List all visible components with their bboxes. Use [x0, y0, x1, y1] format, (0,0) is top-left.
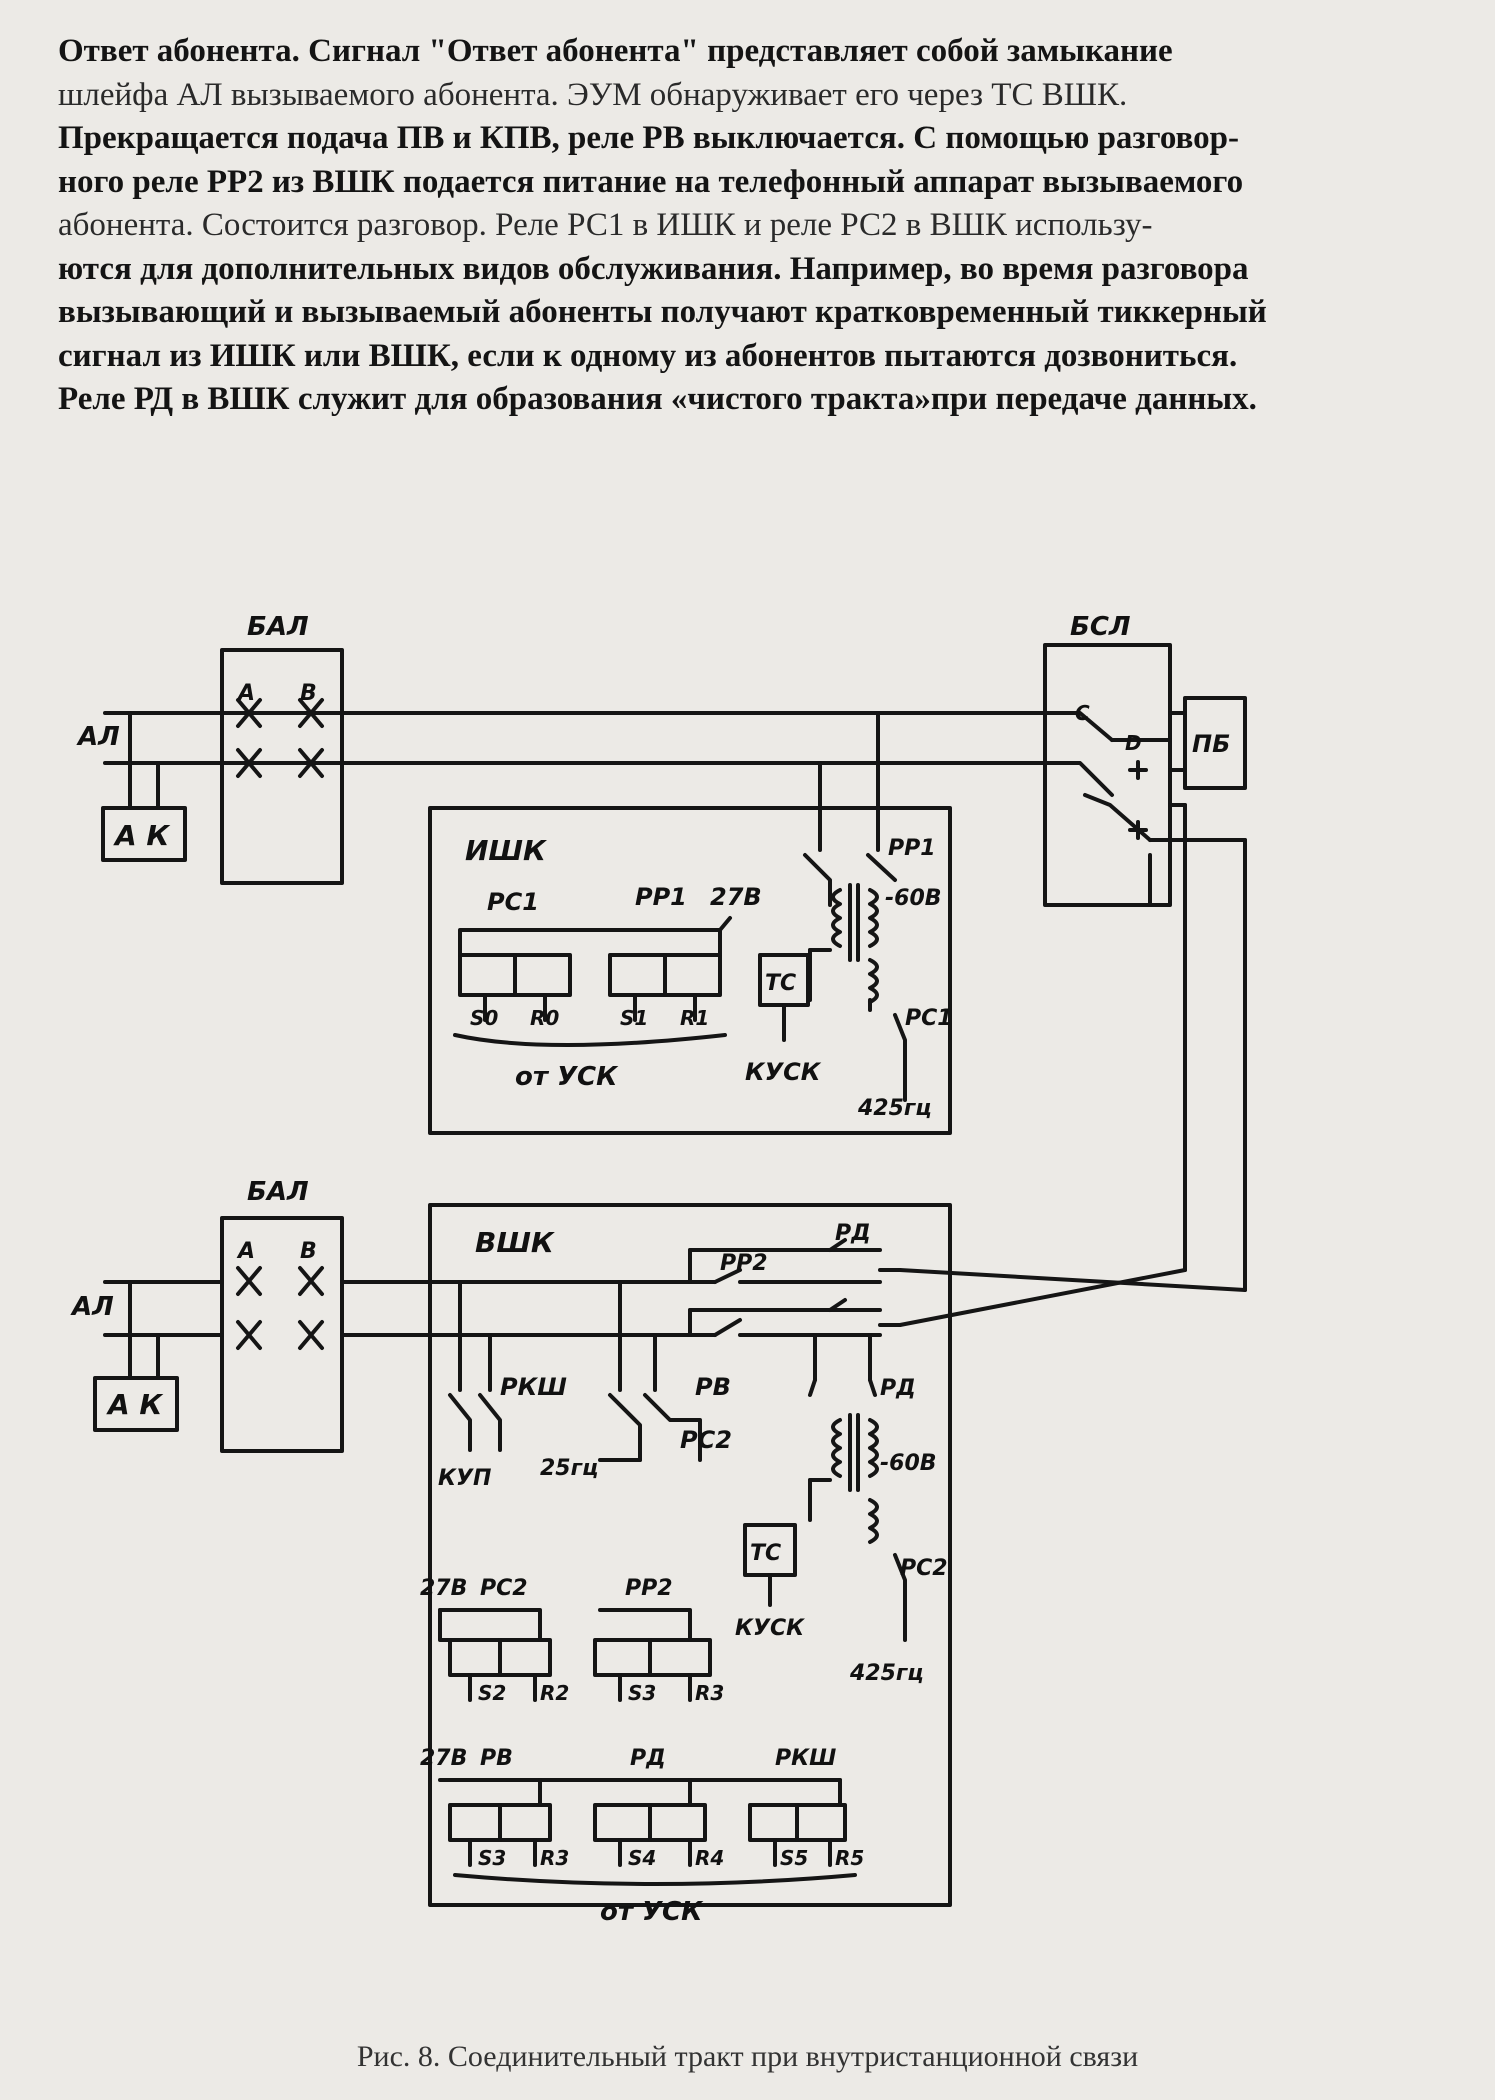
- ishk-rr1-label: РР1: [635, 883, 687, 911]
- relay-rr2-box: [593, 1638, 712, 1677]
- vshk-rc2b-label: РС2: [900, 1556, 948, 1581]
- ishk-rr1-contact-label: РР1: [888, 836, 936, 861]
- paragraph-line: Ответ абонента. Сигнал "Ответ абонента" …: [58, 33, 1173, 69]
- vshk-label: ВШК: [475, 1226, 556, 1259]
- contact-a-bottom-label: A: [236, 1239, 255, 1264]
- vshk-25-label: 25гц: [540, 1456, 598, 1481]
- contact-a-label: A: [236, 681, 255, 706]
- ishk-rc1-contact-label: РС1: [905, 1006, 953, 1031]
- body-paragraph: Ответ абонента. Сигнал "Ответ абонента" …: [58, 30, 1458, 422]
- ishk-kusk-label: КУСК: [745, 1058, 822, 1086]
- contact-d-label: D: [1125, 731, 1142, 755]
- figure-caption: Рис. 8. Соединительный тракт при внутрис…: [356, 2040, 1139, 2073]
- bal-top-block: [220, 648, 344, 885]
- ishk-label: ИШК: [465, 834, 548, 867]
- paragraph-line: абонента. Состоится разговор. Реле РС1 в…: [58, 207, 1153, 243]
- vshk-rv-label: РВ: [695, 1373, 731, 1401]
- paragraph-line: ются для дополнительных видов обслуживан…: [58, 250, 1249, 287]
- ishk-s1-label: S1: [620, 1006, 648, 1030]
- row1-s2-label: S2: [478, 1681, 506, 1705]
- row2-27v-label: 27В: [420, 1746, 467, 1771]
- row2-rv-label: РВ: [480, 1746, 513, 1771]
- vshk-rksh-label: РКШ: [500, 1373, 567, 1401]
- circuit-schematic: БАЛ A B АЛ А К БСЛ C D ПБ ИШК РС1 РР1 27…: [70, 612, 1247, 1927]
- vshk-kup-label: КУП: [438, 1466, 491, 1491]
- ishk-27v-label: 27В: [710, 883, 762, 911]
- ishk-rc1-label: РС1: [487, 888, 539, 916]
- ak-bottom-label: А К: [106, 1388, 164, 1421]
- row1-27v-label: 27В: [420, 1576, 467, 1601]
- pb-label: ПБ: [1192, 730, 1230, 758]
- pb-box: [1183, 696, 1247, 790]
- paragraph-line: ного реле РР2 из ВШК подается питание на…: [58, 163, 1244, 200]
- row1-rr2-label: РР2: [625, 1576, 673, 1601]
- vshk-rr2-label: РР2: [720, 1251, 768, 1276]
- contact-b-bottom-label: B: [300, 1239, 317, 1264]
- paragraph-line: вызывающий и вызываемый абоненты получаю…: [58, 294, 1267, 330]
- ishk-minus60-label: -60В: [885, 886, 942, 911]
- vshk-kusk-label: КУСК: [735, 1616, 805, 1641]
- al-top-label: АЛ: [76, 722, 120, 752]
- ishk-s0-label: S0: [470, 1006, 498, 1030]
- ak-top-label: А К: [113, 819, 171, 852]
- contact-b-label: B: [300, 681, 317, 706]
- paragraph-line: Прекращается подача ПВ и КПВ, реле РВ вы…: [58, 120, 1239, 156]
- row2-r4-label: R4: [695, 1846, 724, 1870]
- row1-r2-label: R2: [540, 1681, 569, 1705]
- bal-top-label: БАЛ: [247, 612, 309, 642]
- vshk-block: [428, 1203, 952, 1907]
- ak-bottom-box: [93, 1376, 179, 1432]
- ishk-ot-usk-label: от УСК: [515, 1062, 619, 1092]
- ishk-block: [428, 806, 952, 1135]
- row1-s3-label: S3: [628, 1681, 656, 1705]
- ishk-r1-label: R1: [680, 1006, 709, 1030]
- row2-s3-label: S3: [478, 1846, 506, 1870]
- bsl-label: БСЛ: [1070, 612, 1131, 642]
- vshk-minus60-label: -60В: [880, 1451, 937, 1476]
- ishk-425-label: 425гц: [857, 1096, 932, 1121]
- row2-s4-label: S4: [628, 1846, 656, 1870]
- paragraph-line: сигнал из ИШК или ВШК, если к одному из …: [58, 337, 1238, 374]
- ishk-r0-label: R0: [530, 1006, 559, 1030]
- row2-rksh-label: РКШ: [775, 1746, 836, 1771]
- row2-r3-label: R3: [540, 1846, 569, 1870]
- bsl-block: [1043, 643, 1172, 907]
- row2-r5-label: R5: [835, 1846, 864, 1870]
- vshk-rc2-label: РС2: [680, 1426, 732, 1454]
- row1-r3-label: R3: [695, 1681, 724, 1705]
- row2-s5-label: S5: [780, 1846, 808, 1870]
- vshk-ts-label: ТС: [750, 1541, 781, 1566]
- paragraph-line: Реле РД в ВШК служит для образования «чи…: [58, 381, 1257, 417]
- ishk-ts-label: ТС: [765, 971, 796, 996]
- vshk-rd-label: РД: [835, 1221, 871, 1246]
- vshk-425-label: 425гц: [849, 1661, 924, 1686]
- ak-top-box: [101, 806, 187, 862]
- vshk-ot-usk-label: от УСК: [600, 1897, 704, 1927]
- row1-rc2-label: РС2: [480, 1576, 528, 1601]
- al-bottom-label: АЛ: [70, 1292, 114, 1322]
- contact-c-label: C: [1075, 701, 1090, 725]
- bal-bottom-label: БАЛ: [247, 1177, 309, 1207]
- paragraph-line: шлейфа АЛ вызываемого абонента. ЭУМ обна…: [58, 76, 1128, 113]
- row2-rd-label: РД: [630, 1746, 666, 1771]
- vshk-rd2-label: РД: [880, 1376, 916, 1401]
